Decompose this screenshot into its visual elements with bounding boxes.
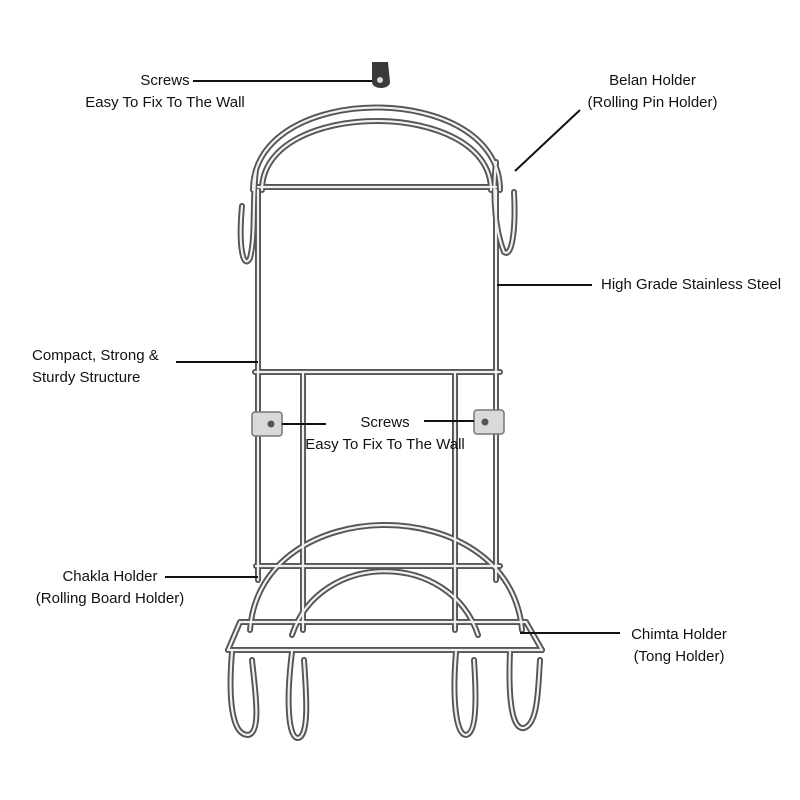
board-holder-arch bbox=[247, 522, 525, 633]
callout-top-screws-subtitle: Easy To Fix To The Wall bbox=[85, 94, 245, 111]
top-arch-inner bbox=[259, 118, 494, 193]
callout-chimta-holder: Chimta Holder (Tong Holder) bbox=[614, 624, 744, 668]
callout-stainless-steel: High Grade Stainless Steel bbox=[601, 274, 781, 296]
callout-stainless-steel-title: High Grade Stainless Steel bbox=[601, 276, 782, 293]
callout-top-screws: Screws Easy To Fix To The Wall bbox=[60, 70, 270, 114]
top-screw-bracket bbox=[372, 62, 390, 88]
callout-middle-screws: Screws Easy To Fix To The Wall bbox=[280, 412, 490, 456]
callout-middle-screws-subtitle: Easy To Fix To The Wall bbox=[305, 436, 465, 453]
right-screw-bracket bbox=[473, 409, 505, 435]
leader-lines bbox=[165, 80, 620, 634]
callout-middle-screws-title: Screws bbox=[360, 414, 410, 431]
board-holder-inner-arch bbox=[289, 568, 481, 638]
callout-belan-holder: Belan Holder (Rolling Pin Holder) bbox=[565, 70, 740, 114]
right-rolling-pin-hook bbox=[491, 159, 518, 256]
callout-chakla-holder-title: Chakla Holder bbox=[62, 568, 158, 585]
callout-chimta-holder-title: Chimta Holder bbox=[631, 626, 727, 643]
callout-structure-subtitle: Sturdy Structure bbox=[32, 369, 141, 386]
callout-chakla-holder: Chakla Holder (Rolling Board Holder) bbox=[20, 566, 200, 610]
callout-chakla-holder-subtitle: (Rolling Board Holder) bbox=[35, 590, 185, 607]
callout-belan-holder-title: Belan Holder bbox=[609, 72, 696, 89]
leader-belan-holder bbox=[514, 109, 581, 172]
wire-frame bbox=[225, 104, 545, 742]
callout-belan-holder-subtitle: (Rolling Pin Holder) bbox=[587, 94, 718, 111]
callout-chimta-holder-subtitle: (Tong Holder) bbox=[633, 648, 725, 665]
callout-structure: Compact, Strong & Sturdy Structure bbox=[32, 345, 159, 389]
left-screw-bracket bbox=[251, 411, 283, 437]
callout-structure-title: Compact, Strong & bbox=[32, 347, 159, 364]
callout-top-screws-title: Screws bbox=[140, 72, 190, 89]
